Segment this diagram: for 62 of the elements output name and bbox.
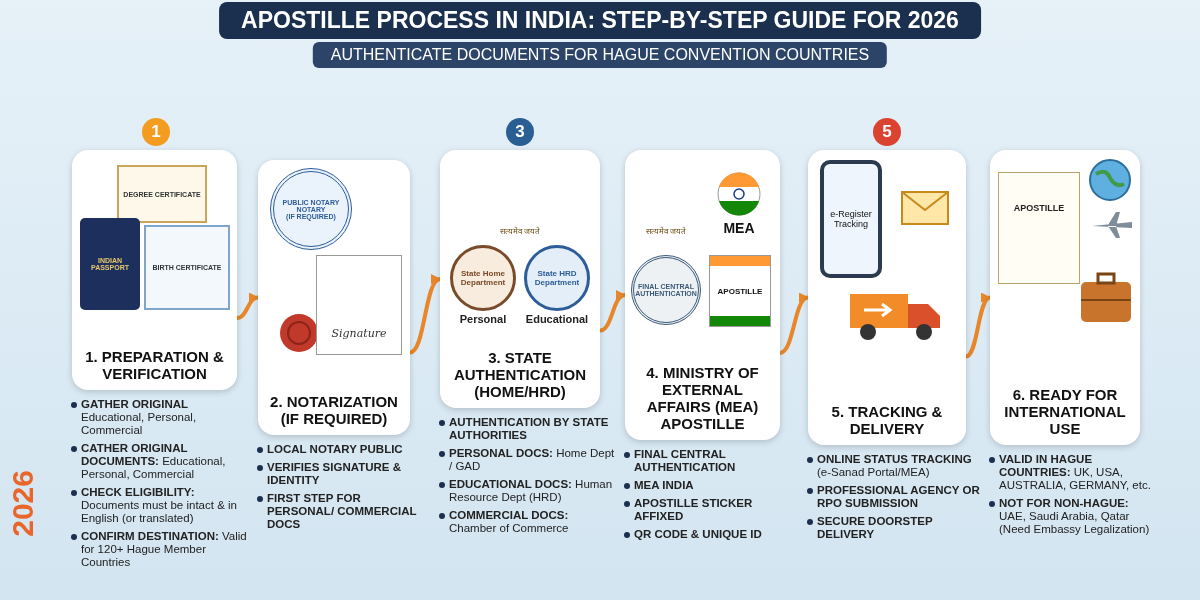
step-card — [808, 150, 966, 445]
signed-document — [316, 255, 402, 355]
arrow — [599, 292, 626, 333]
stamp-text: APOSTILLE — [1013, 203, 1065, 213]
bullet-item: SECURE DOORSTEP DELIVERY — [817, 515, 934, 541]
apostille-document — [998, 172, 1080, 284]
bullet-item: LOCAL NOTARY PUBLIC — [267, 443, 404, 456]
bullet-item: QR CODE & UNIQUE ID — [634, 528, 763, 541]
step-heading: 4. MINISTRY OF EXTERNAL AFFAIRS (MEA) APOSTILLE — [645, 364, 760, 432]
step-card — [625, 150, 780, 440]
stamp-text: State HRD Department — [533, 269, 581, 287]
step-card — [440, 150, 600, 408]
bullet-item: EDUCATIONAL DOCS: Human Resource Dept (HRD) — [449, 478, 614, 504]
arrow — [779, 295, 809, 355]
stamp-text: e-Register — [830, 209, 872, 219]
bullet-item: FINAL CENTRAL AUTHENTICATION — [634, 448, 737, 474]
year-text: 2026 — [6, 470, 40, 537]
bullet-item: GATHER ORIGINAL Educational, Personal, Commercial — [81, 398, 198, 437]
step-number: 3 — [506, 118, 534, 146]
bullet-item: MEA INDIA — [634, 479, 695, 492]
certificate-document — [117, 165, 207, 223]
stamp-caption: Personal — [458, 313, 508, 325]
subtitle-banner: AUTHENTICATE DOCUMENTS FOR HAGUE CONVENTION COUNTRIES — [312, 42, 888, 68]
step-card — [72, 150, 237, 390]
certificate-document — [144, 225, 230, 310]
step-heading: 2. NOTARIZATION (IF REQUIRED) — [269, 393, 399, 427]
step-card — [258, 160, 410, 435]
step-heading: 1. PREPARATION & VERIFICATION — [84, 348, 225, 382]
arrow — [965, 295, 991, 359]
bullet-item: AUTHENTICATION BY STATE AUTHORITIES — [449, 416, 610, 442]
stamp-caption: Educational — [524, 313, 590, 325]
step-heading: 5. TRACKING & DELIVERY — [830, 403, 944, 437]
step-number: 1 — [142, 118, 170, 146]
apostille-sticker — [709, 255, 771, 327]
arrow — [236, 294, 259, 320]
stamp-text: APOSTILLE — [717, 286, 763, 296]
phone-screen — [820, 160, 882, 278]
stamp-text: सत्यमेव जयते — [499, 226, 541, 236]
title-banner: APOSTILLE PROCESS IN INDIA: STEP-BY-STEP GUIDE FOR 2026 — [219, 2, 981, 39]
step-heading: 3. STATE AUTHENTICATION (HOME/HRD) — [452, 349, 588, 400]
stamp-text: Tracking — [833, 219, 869, 229]
bullet-item: COMMERCIAL DOCS: Chamber of Commerce — [449, 509, 570, 535]
stamp-text: State Home Department — [459, 269, 507, 287]
bullet-item: FIRST STEP FOR PERSONAL/ COMMERCIAL DOCS — [267, 492, 418, 531]
stamp-text: MEA — [723, 220, 755, 236]
stamp-text: Signature — [331, 327, 387, 340]
step-card — [990, 150, 1140, 445]
bullet-item: VALID IN HAGUE COUNTRIES: UK, USA, AUSTRALIA, GERMANY, etc. — [999, 453, 1152, 492]
passport-booklet — [80, 218, 140, 310]
arrow — [409, 277, 441, 355]
bullet-item: VERIFIES SIGNATURE & IDENTITY — [267, 461, 402, 487]
stamp-text: सत्यमेव जयते — [645, 226, 687, 236]
bullet-item: ONLINE STATUS TRACKING (e-Sanad Portal/MEA) — [817, 453, 973, 479]
step-heading: 6. READY FOR INTERNATIONAL USE — [1003, 386, 1127, 437]
bullet-item: CHECK ELIGIBILITY: Documents must be intact & in English (or translated) — [81, 486, 238, 525]
bullet-item: APOSTILLE STICKER AFFIXED — [634, 497, 754, 523]
bullet-item: PERSONAL DOCS: Home Dept / GAD — [449, 447, 616, 473]
bullet-item: CATHER ORIGINAL DOCUMENTS: Educational, Personal, Commercial — [81, 442, 227, 481]
bullet-item: PROFESSIONAL AGENCY OR RPO SUBMISSION — [817, 484, 981, 510]
bullet-item: CONFIRM DESTINATION: Valid for 120+ Hague Member Countries — [81, 530, 248, 569]
step-number: 5 — [873, 118, 901, 146]
bullet-item: NOT FOR NON-HAGUE: UAE, Saudi Arabia, Qatar (Need Embassy Legalization) — [999, 497, 1151, 536]
